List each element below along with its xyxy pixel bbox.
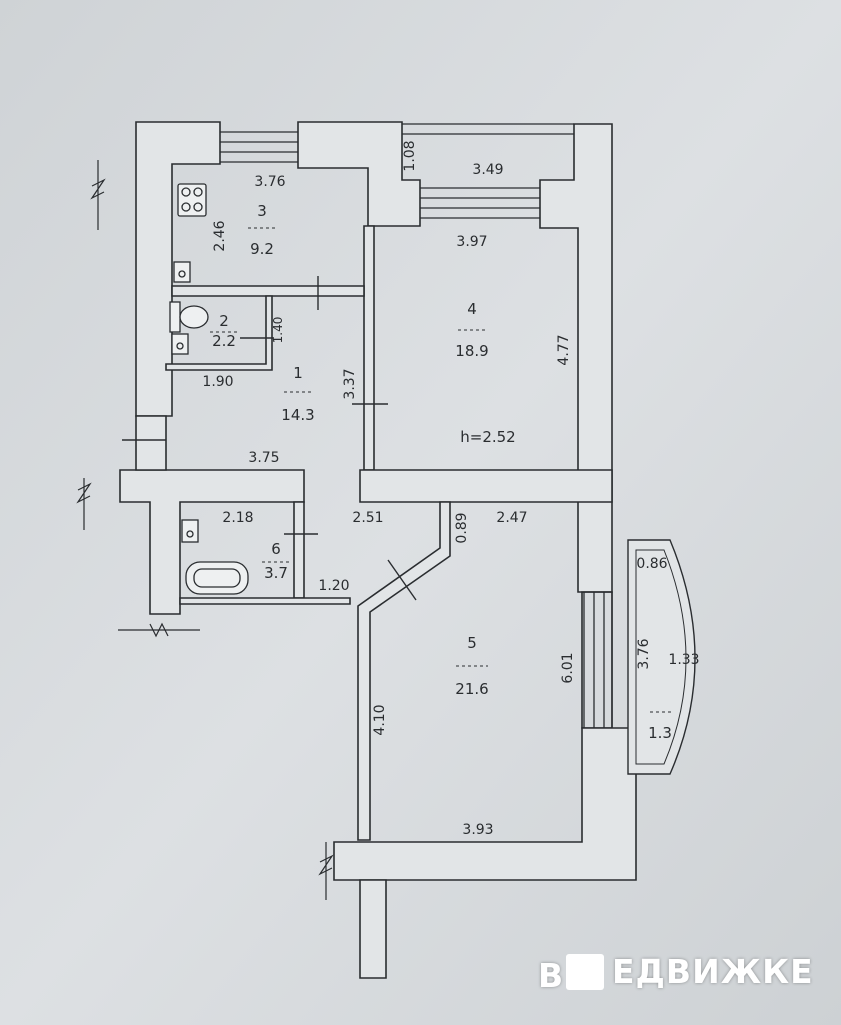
window-room4 bbox=[420, 187, 540, 219]
wall-room3-hall bbox=[171, 285, 365, 297]
dim-2-18: 2.18 bbox=[222, 510, 253, 526]
room-5-area: 21.6 bbox=[455, 680, 488, 698]
dim-2-46: 2.46 bbox=[212, 220, 228, 251]
dim-1-08: 1.08 bbox=[402, 140, 418, 171]
room-2-number: 2 bbox=[219, 312, 229, 330]
watermark-prefix: В bbox=[538, 956, 564, 995]
dim-3-49: 3.49 bbox=[472, 162, 503, 178]
dim-1-40: 1.40 bbox=[271, 317, 285, 344]
wall-middle-left bbox=[119, 469, 305, 615]
wall-bath-bottom bbox=[179, 597, 351, 605]
sink-kitchen-icon bbox=[173, 261, 191, 283]
sink-bath-icon bbox=[181, 519, 199, 543]
doors bbox=[122, 276, 417, 601]
dim-6-01: 6.01 bbox=[560, 652, 576, 683]
wall-bottom-stub bbox=[359, 879, 387, 979]
wall-room5-angled bbox=[357, 501, 451, 841]
wall-room3-room4 bbox=[363, 225, 375, 471]
door-room5 bbox=[387, 559, 417, 601]
room-4-area: 18.9 bbox=[455, 342, 488, 360]
dim-1-20: 1.20 bbox=[318, 578, 349, 594]
dim-3-93: 3.93 bbox=[462, 822, 493, 838]
wall-top-center bbox=[297, 121, 421, 227]
room-5-number: 5 bbox=[467, 634, 477, 652]
break-marks bbox=[76, 160, 334, 900]
dim-0-89: 0.89 bbox=[454, 512, 470, 543]
dim-3-76-top: 3.76 bbox=[254, 174, 285, 190]
wall-left-lower bbox=[135, 415, 167, 471]
dim-1-33: 1.33 bbox=[668, 652, 699, 668]
dim-4-77: 4.77 bbox=[556, 334, 572, 365]
room-6-area: 3.7 bbox=[264, 564, 288, 582]
dim-3-75: 3.75 bbox=[248, 450, 279, 466]
dim-2-51: 2.51 bbox=[352, 510, 383, 526]
wall-middle-right bbox=[359, 469, 613, 503]
window-top-left-frame bbox=[402, 123, 574, 135]
room-6-number: 6 bbox=[271, 540, 281, 558]
dim-3-97: 3.97 bbox=[456, 234, 487, 250]
sink-wc-icon bbox=[171, 333, 189, 355]
walls bbox=[119, 121, 637, 979]
balcony bbox=[627, 539, 696, 775]
window-room5 bbox=[583, 592, 613, 728]
dim-2-47: 2.47 bbox=[496, 510, 527, 526]
wall-bath-hall bbox=[293, 501, 305, 599]
balcony-area: 1.3 bbox=[648, 724, 672, 742]
ceiling-height: h=2.52 bbox=[460, 428, 515, 446]
room-3-area: 9.2 bbox=[250, 240, 274, 258]
stove-icon bbox=[177, 183, 207, 217]
toilet-icon bbox=[169, 301, 209, 333]
watermark-logo-box bbox=[566, 954, 604, 990]
dim-3-37: 3.37 bbox=[342, 368, 358, 399]
dim-4-10: 4.10 bbox=[372, 704, 388, 735]
bathtub-icon bbox=[185, 561, 249, 595]
room-1-number: 1 bbox=[293, 364, 303, 382]
room-3-number: 3 bbox=[257, 202, 267, 220]
dim-1-90: 1.90 bbox=[202, 374, 233, 390]
room-2-area: 2.2 bbox=[212, 332, 236, 350]
window-room3 bbox=[220, 131, 298, 163]
watermark-text: ЕДВИЖКЕ bbox=[612, 952, 814, 991]
balcony-inner bbox=[635, 549, 687, 765]
dim-0-86: 0.86 bbox=[636, 556, 667, 572]
room-1-area: 14.3 bbox=[281, 406, 314, 424]
dim-3-76-balcony: 3.76 bbox=[636, 638, 652, 669]
windows bbox=[220, 123, 613, 728]
room-4-number: 4 bbox=[467, 300, 477, 318]
wall-room2 bbox=[165, 295, 273, 371]
fixtures bbox=[169, 183, 249, 595]
